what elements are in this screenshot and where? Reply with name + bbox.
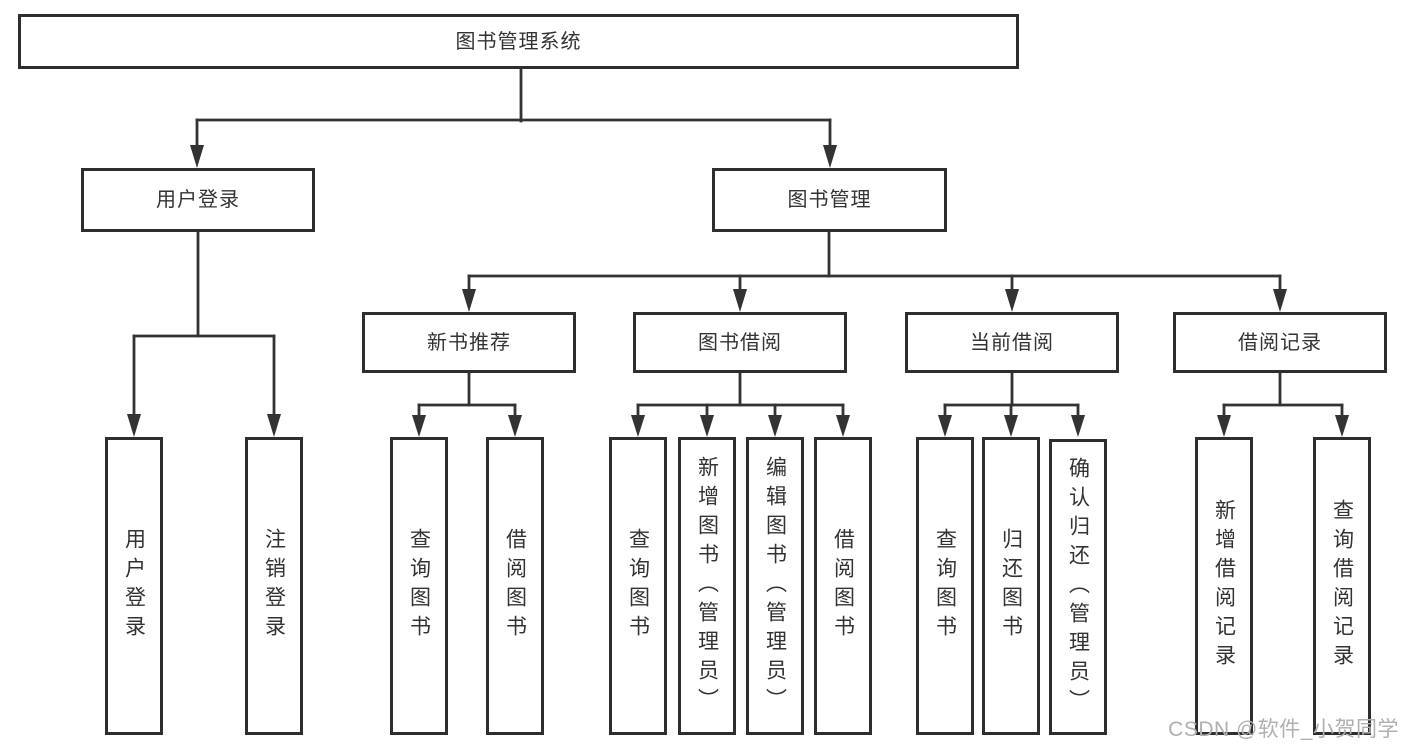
leaf-logout-label: 注销登录 <box>262 528 286 644</box>
leaf-query-book-borrow-label: 查询图书 <box>626 528 650 644</box>
leaf-borrow-book: 借阅图书 <box>814 437 872 735</box>
node-book-management: 图书管理 <box>712 168 947 232</box>
leaf-query-borrow-record: 查询借阅记录 <box>1313 437 1371 735</box>
leaf-add-book-admin: 新增图书（管理员） <box>678 437 736 735</box>
leaf-user-login-label: 用户登录 <box>122 528 146 644</box>
leaf-add-borrow-record-label: 新增借阅记录 <box>1212 499 1236 673</box>
leaf-edit-book-admin-label: 编辑图书（管理员） <box>763 455 787 717</box>
leaf-confirm-return-admin-label: 确认归还（管理员） <box>1066 456 1090 718</box>
leaf-query-borrow-record-label: 查询借阅记录 <box>1330 499 1354 673</box>
leaf-query-book-recommend: 查询图书 <box>390 437 448 735</box>
node-book-borrow: 图书借阅 <box>633 312 847 373</box>
leaf-confirm-return-admin: 确认归还（管理员） <box>1049 439 1107 735</box>
node-current-borrow-label: 当前借阅 <box>970 331 1054 354</box>
node-book-borrow-label: 图书借阅 <box>698 331 782 354</box>
node-current-borrow: 当前借阅 <box>905 312 1119 373</box>
node-new-book-recommend-label: 新书推荐 <box>427 331 511 354</box>
node-user-login-group: 用户登录 <box>81 168 315 232</box>
node-user-login-group-label: 用户登录 <box>156 189 240 211</box>
leaf-add-borrow-record: 新增借阅记录 <box>1195 437 1253 735</box>
leaf-add-book-admin-label: 新增图书（管理员） <box>695 455 719 717</box>
leaf-query-book-current-label: 查询图书 <box>933 528 957 644</box>
leaf-edit-book-admin: 编辑图书（管理员） <box>746 437 804 735</box>
csdn-watermark: CSDN @软件_小贺同学 <box>1168 718 1399 741</box>
node-root-system: 图书管理系统 <box>18 14 1019 69</box>
leaf-return-book-label: 归还图书 <box>999 528 1023 644</box>
node-root-system-label: 图书管理系统 <box>455 30 582 53</box>
leaf-borrow-book-label: 借阅图书 <box>831 528 855 644</box>
node-new-book-recommend: 新书推荐 <box>362 312 576 373</box>
leaf-query-book-current: 查询图书 <box>916 437 974 735</box>
node-borrow-record-label: 借阅记录 <box>1238 331 1322 354</box>
leaf-return-book: 归还图书 <box>982 437 1040 735</box>
leaf-query-book-recommend-label: 查询图书 <box>407 528 431 644</box>
leaf-query-book-borrow: 查询图书 <box>609 437 667 735</box>
leaf-logout: 注销登录 <box>245 437 303 735</box>
node-book-management-label: 图书管理 <box>787 189 872 211</box>
leaf-borrow-book-recommend: 借阅图书 <box>486 437 544 735</box>
leaf-borrow-book-recommend-label: 借阅图书 <box>503 528 527 644</box>
node-borrow-record: 借阅记录 <box>1173 312 1387 373</box>
leaf-user-login: 用户登录 <box>105 437 163 735</box>
